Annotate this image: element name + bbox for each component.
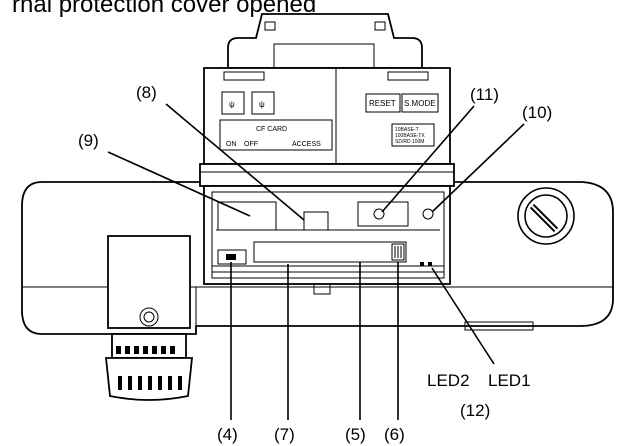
- reset-switch: [373, 208, 385, 220]
- usb-port-1: [221, 91, 245, 115]
- cover-tab-latch-left: [264, 21, 276, 31]
- smode-button-label: [401, 93, 439, 113]
- cf-card-label: CF CARD: [256, 126, 287, 133]
- cover-hinge: [199, 163, 455, 187]
- callout-5: (5): [345, 425, 366, 444]
- callout-9: (9): [78, 131, 99, 150]
- leader-lines: [107, 103, 525, 420]
- led1-label: LED1: [488, 371, 531, 390]
- knob-ring-teeth: [116, 346, 175, 354]
- smode-switch: [422, 208, 434, 220]
- callout-10: (10): [522, 103, 552, 122]
- cf-card-slot: [253, 241, 407, 263]
- network-label-box: [391, 123, 435, 147]
- compartment-rail: [211, 265, 445, 273]
- net-label-1: 10BASE-T: [395, 127, 419, 133]
- internal-compartment: [203, 185, 451, 285]
- reset-label: RESET: [369, 99, 396, 108]
- net-label-3: SD/RD 100M: [395, 139, 424, 145]
- cover-latch: [313, 283, 331, 295]
- cf-off-label: OFF: [244, 141, 258, 148]
- callout-12: (12): [460, 401, 490, 420]
- cf-card-label-box: [219, 119, 333, 151]
- panel-notch-right: [387, 71, 429, 81]
- usb-port-2: [251, 91, 275, 115]
- callout-6: (6): [384, 425, 405, 444]
- compartment-inner: [211, 191, 445, 279]
- key-lock-icon: [517, 187, 575, 245]
- cf-on-label: ON: [226, 141, 237, 148]
- panel-notch-left: [223, 71, 265, 81]
- reset-button-label: [365, 93, 401, 113]
- usb-icon-1: ψ: [229, 100, 235, 109]
- callout-7: (7): [274, 425, 295, 444]
- callout-8: (8): [136, 83, 157, 102]
- eject-button: [391, 243, 405, 261]
- cover-label-panel: [203, 67, 451, 165]
- callout-11: (11): [470, 85, 499, 104]
- cover-top-tab: [227, 13, 423, 69]
- net-label-2: 100BASE-TX: [395, 133, 425, 139]
- bottom-rail: [464, 321, 534, 331]
- knob-grip-ribs: [118, 376, 182, 390]
- led1-indicator: [428, 262, 432, 266]
- knob-housing: [107, 235, 191, 329]
- usb-icon-2: ψ: [259, 100, 265, 109]
- smode-label: S.MODE: [404, 99, 436, 108]
- callout-4: (4): [217, 425, 238, 444]
- knob-screw-outer: [139, 307, 159, 327]
- dip-switch-housing: [217, 249, 247, 265]
- dip-switch: [226, 254, 236, 260]
- cover-tab-latch-right: [374, 21, 386, 31]
- led2-label: LED2: [427, 371, 470, 390]
- reset-switch-housing: [357, 201, 409, 227]
- diagram-title: rnal protection cover opened: [12, 0, 316, 18]
- led2-indicator: [420, 262, 424, 266]
- knob-screw-inner: [143, 311, 155, 323]
- cf-access-label: ACCESS: [292, 141, 321, 148]
